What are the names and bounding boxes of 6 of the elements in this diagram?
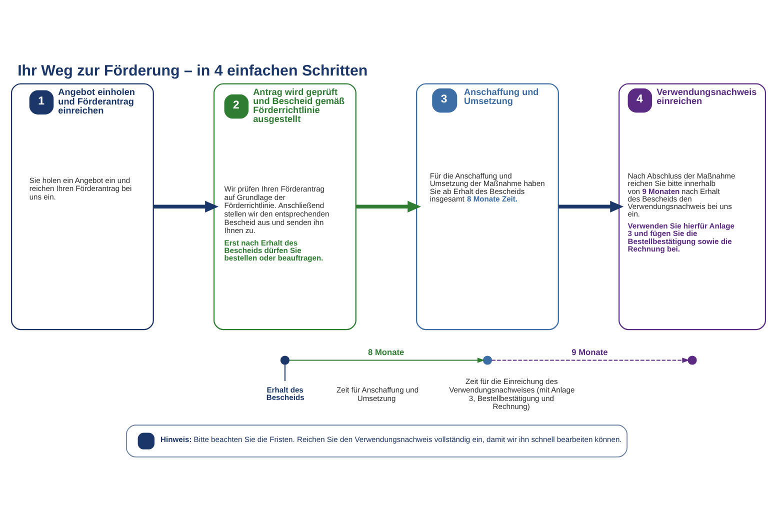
label: Zeit für die Einreichung des Verwendungsnachweises (mit Anlage 3, Bestellbestätigung und Rechnung) xyxy=(449,377,575,412)
diagram-title: Ihr Weg zur Förderung – in 4 einfachen Schritten xyxy=(18,62,368,80)
edge-label: 9 Monate xyxy=(572,346,608,357)
label: Zeit für Anschaffung und Umsetzung xyxy=(336,385,419,403)
node-text: Erhalt des Bescheids xyxy=(266,385,304,402)
edge-label: 8 Monate xyxy=(368,346,404,357)
